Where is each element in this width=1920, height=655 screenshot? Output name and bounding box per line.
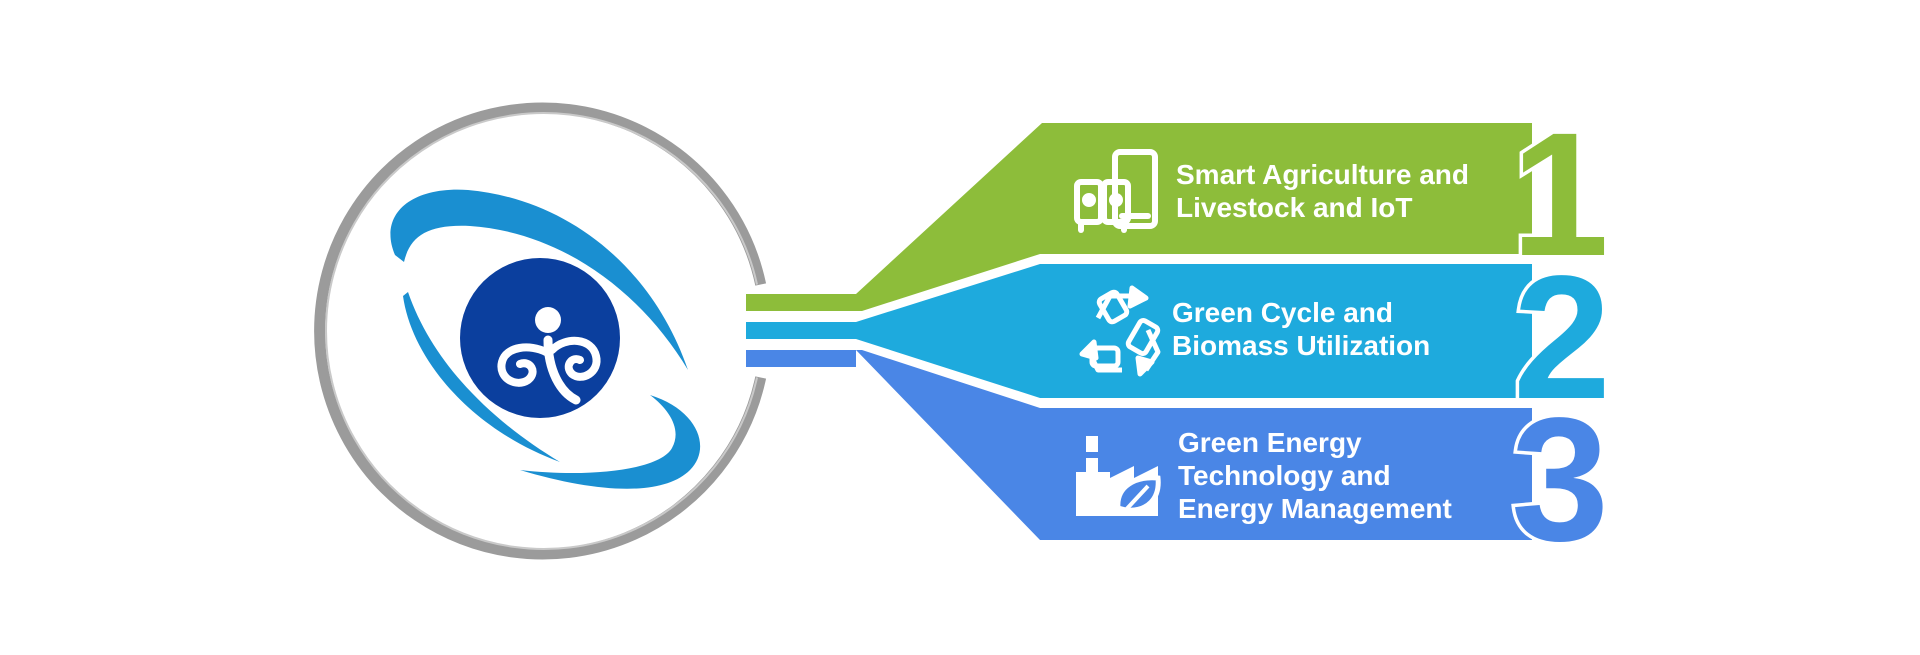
item-number-2: 2	[1513, 240, 1611, 436]
item-label-1: Smart Agriculture and Livestock and IoT	[1176, 158, 1469, 224]
band-2	[856, 264, 1532, 398]
band-1	[856, 123, 1532, 311]
item-label-3: Green Energy Technology and Energy Manag…	[1178, 426, 1452, 525]
item-label-3-line-3: Energy Management	[1178, 493, 1452, 524]
connector-cyan	[746, 322, 856, 339]
band-3	[856, 350, 1532, 540]
logo-swoosh-bottom	[520, 395, 701, 489]
item-label-2: Green Cycle and Biomass Utilization	[1172, 296, 1430, 362]
connector-blue	[746, 350, 856, 367]
item-label-1-line-2: Livestock and IoT	[1176, 192, 1413, 223]
connector-green	[746, 294, 856, 311]
logo-ring-inner-edge	[325, 112, 758, 550]
item-label-3-line-1: Green Energy	[1178, 427, 1362, 458]
smart-devices-icon	[1074, 149, 1158, 233]
green-factory-icon	[1076, 436, 1161, 516]
item-number-3: 3	[1511, 382, 1609, 578]
recycle-icon	[1079, 285, 1161, 377]
logo-figure-head	[535, 307, 561, 333]
logo-swoosh-top	[390, 189, 688, 370]
item-number-1: 1	[1511, 97, 1609, 293]
logo-figure-body	[543, 335, 581, 405]
logo-ring	[314, 102, 767, 560]
logo-center-disc	[460, 258, 620, 418]
item-label-3-line-2: Technology and	[1178, 460, 1391, 491]
logo-spiral-left	[497, 343, 550, 387]
item-label-2-line-1: Green Cycle and	[1172, 297, 1393, 328]
item-label-1-line-1: Smart Agriculture and	[1176, 159, 1470, 190]
logo-spiral-right	[548, 336, 601, 381]
item-label-2-line-2: Biomass Utilization	[1172, 330, 1431, 361]
